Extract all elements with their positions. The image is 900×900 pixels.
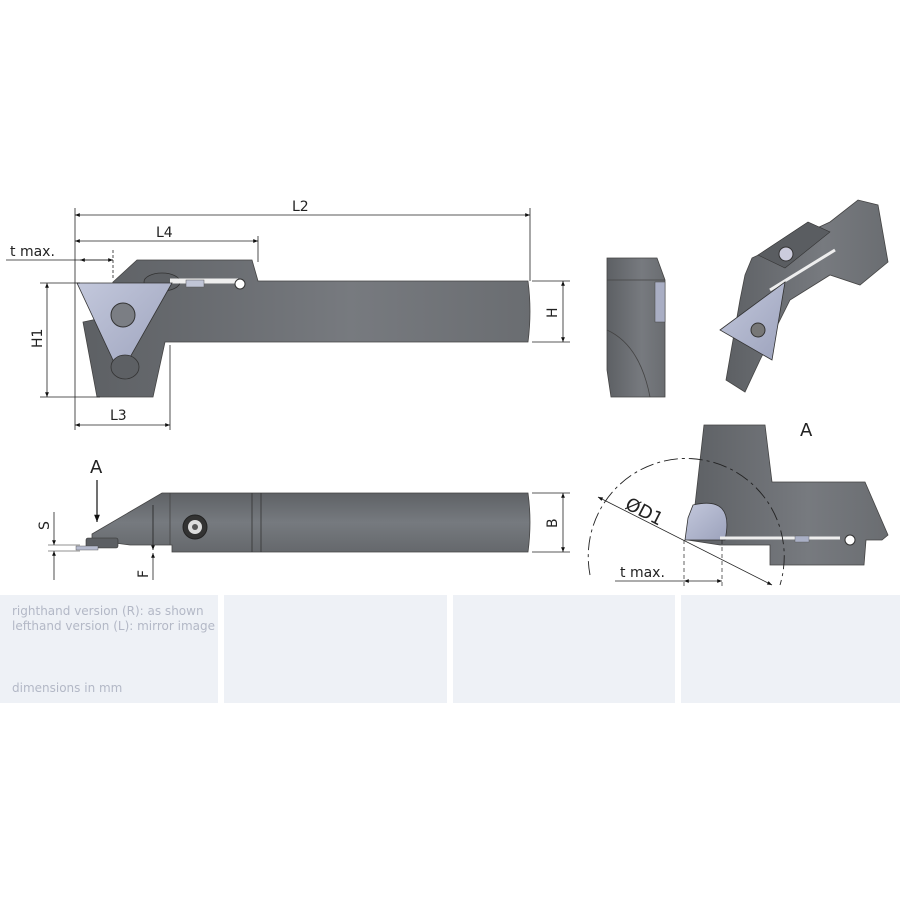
slot-end-hole	[234, 278, 246, 290]
units-note: dimensions in mm	[12, 681, 123, 695]
b-label: B	[545, 518, 561, 528]
d1-label: ØD1	[622, 494, 667, 531]
clamp-screw	[185, 279, 205, 288]
notes-panel: righthand version (R): as shown lefthand…	[0, 595, 218, 703]
footer-panel-3	[453, 595, 675, 703]
end-view	[606, 257, 666, 398]
tool-holder-drawing: L2 L4 t max. H1 L3 H	[6, 199, 889, 588]
insert-hole	[110, 302, 136, 328]
righthand-note: righthand version (R): as shown	[12, 604, 204, 618]
lefthand-note: lefthand version (L): mirror image	[12, 619, 215, 633]
t-max-label: t max.	[10, 244, 55, 260]
lower-recess	[110, 354, 140, 380]
d1-dimension	[597, 496, 773, 586]
l3-label: L3	[110, 408, 127, 424]
h1-label: H1	[30, 329, 46, 348]
l2-label: L2	[292, 199, 309, 215]
s-label: S	[37, 521, 53, 530]
view-a: ØD1 t max. A	[587, 420, 889, 588]
view-a-title: A	[800, 420, 813, 441]
l4-label: L4	[156, 225, 173, 241]
top-view: L2 L4 t max. H1 L3 H	[6, 199, 570, 430]
holder-body	[82, 259, 531, 398]
view-a-arrow-label: A	[90, 457, 103, 478]
t-max-view-a-label: t max.	[620, 565, 665, 581]
side-view: B A S F	[37, 457, 570, 580]
footer-panel-4	[681, 595, 900, 703]
h-label: H	[545, 307, 561, 318]
cutting-insert	[76, 282, 173, 376]
f-label: F	[136, 570, 152, 578]
iso-view	[719, 199, 889, 393]
footer-panel-2	[224, 595, 447, 703]
